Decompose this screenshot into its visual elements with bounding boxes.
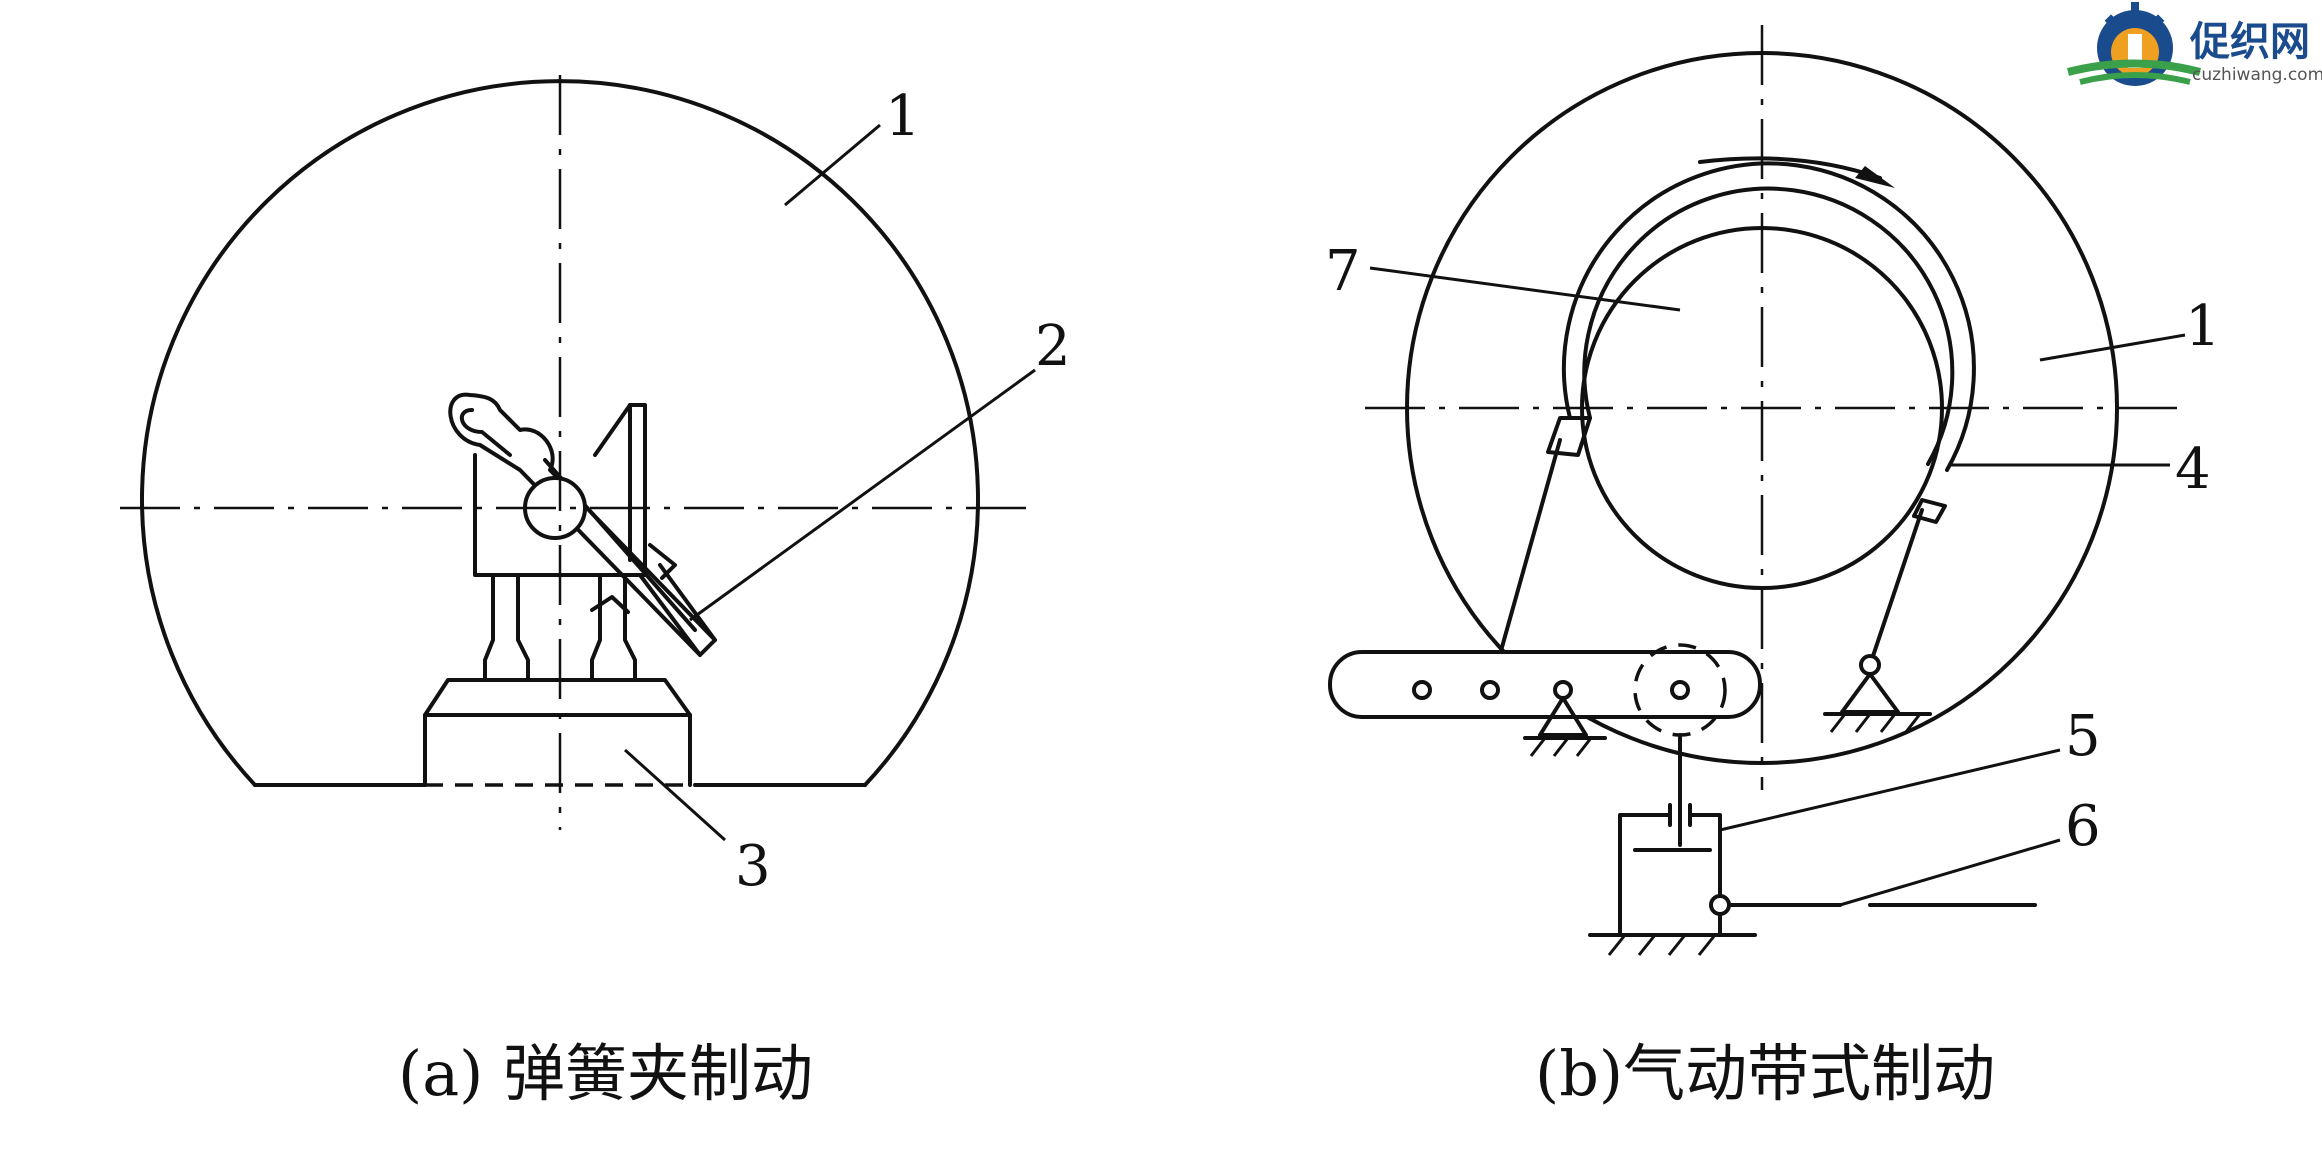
leader-7b bbox=[1369, 266, 1681, 312]
right-ground-hatch bbox=[1829, 713, 1922, 733]
label-1b: 1 bbox=[2185, 294, 2221, 359]
site-logo: 促织网 cuzhiwang.com bbox=[2067, 2, 2322, 86]
label-3a: 3 bbox=[735, 834, 771, 899]
label-5b: 5 bbox=[2065, 704, 2101, 769]
base-block-3-top bbox=[423, 678, 692, 717]
label-6b: 6 bbox=[2065, 794, 2101, 859]
spring-clamp-2-arm-b bbox=[658, 563, 717, 642]
spring-clamp-2-arm bbox=[638, 573, 702, 657]
label-2a: 2 bbox=[1035, 314, 1071, 379]
label-4b: 4 bbox=[2175, 437, 2211, 502]
logo-name: 促织网 bbox=[2189, 19, 2310, 65]
rotation-arrowhead bbox=[1855, 166, 1895, 188]
gear-icon bbox=[2067, 2, 2202, 86]
support-post-left bbox=[483, 573, 530, 682]
clamp-stop bbox=[590, 543, 677, 614]
lever-hole-1 bbox=[1412, 680, 1432, 700]
caption-b: (b)气动带式制动 bbox=[1535, 1037, 1995, 1110]
brake-lever bbox=[1328, 650, 1762, 719]
leader-1b bbox=[2039, 333, 2186, 362]
lever-fixed-pivot bbox=[1538, 696, 1588, 737]
band-end-right bbox=[1912, 498, 1947, 524]
support-post-right bbox=[590, 573, 637, 682]
band-end-left bbox=[1546, 416, 1592, 457]
figure-b-pneumatic-band-brake: 7 1 4 5 6 (b)气动带式制动 bbox=[1325, 25, 2221, 1110]
right-pivot bbox=[1859, 654, 1881, 676]
right-pivot-support bbox=[1840, 672, 1900, 714]
leader-1a bbox=[784, 123, 881, 207]
clamp-bracket bbox=[473, 403, 647, 577]
lever-hole-4 bbox=[1670, 680, 1690, 700]
leader-5b bbox=[1719, 748, 2061, 832]
brake-band-4 bbox=[1561, 161, 1976, 472]
logo-domain: cuzhiwang.com bbox=[2192, 65, 2322, 85]
spring-clamp-2-outer bbox=[448, 392, 717, 657]
lever-ground-hatch bbox=[1529, 737, 1593, 757]
label-1a: 1 bbox=[885, 84, 921, 149]
figure-a-spring-clamp-brake: 1 2 3 (a) 弹簧夹制动 bbox=[120, 75, 1071, 1110]
air-inlet-6 bbox=[1709, 894, 1731, 916]
lever-hole-2 bbox=[1480, 680, 1500, 700]
leader-6b bbox=[1839, 838, 2061, 907]
cylinder-ground-hatch bbox=[1607, 934, 1717, 956]
cylinder-5 bbox=[1618, 813, 1722, 937]
brake-band-4-inner bbox=[1582, 186, 1955, 466]
caption-a: (a) 弹簧夹制动 bbox=[398, 1037, 813, 1110]
leader-3a bbox=[623, 748, 727, 842]
lever-hole-3 bbox=[1553, 680, 1573, 700]
label-7b: 7 bbox=[1325, 239, 1361, 304]
leader-2a bbox=[689, 368, 1036, 622]
left-band-rod bbox=[1488, 438, 1562, 692]
right-band-rod bbox=[1868, 508, 1924, 667]
